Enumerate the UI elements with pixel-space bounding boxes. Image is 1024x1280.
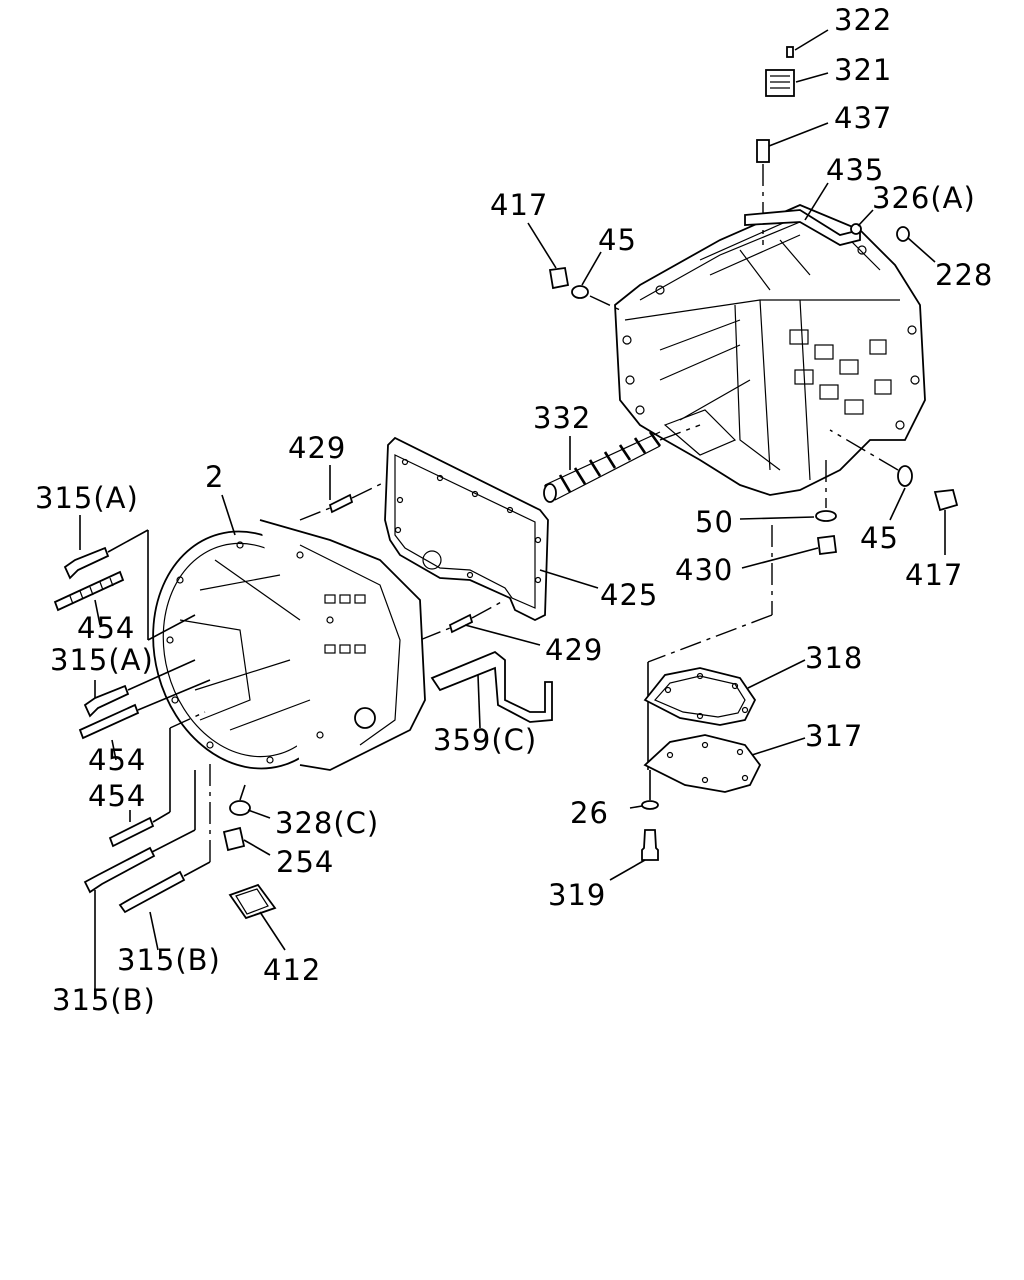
callout-454-lower: 454 <box>88 779 146 813</box>
callout-228: 228 <box>935 258 993 292</box>
part-429-dowel-lower <box>419 599 541 646</box>
part-437-breather <box>756 122 829 245</box>
callout-412: 412 <box>263 953 321 987</box>
callout-319: 319 <box>548 878 606 912</box>
callout-45-upper: 45 <box>598 223 637 257</box>
callout-435: 435 <box>826 153 884 187</box>
callout-318: 318 <box>805 641 863 675</box>
part-50-430 <box>739 460 838 569</box>
callout-326a: 326(A) <box>872 181 976 215</box>
callout-322: 322 <box>834 3 892 37</box>
callout-430: 430 <box>675 553 733 587</box>
part-359c-hose <box>430 650 553 729</box>
callout-2: 2 <box>205 460 224 494</box>
callout-321: 321 <box>834 53 892 87</box>
bolts-left <box>53 515 211 990</box>
part-322-screw <box>786 29 829 58</box>
callout-315a-lower: 315(A) <box>50 643 154 677</box>
callout-315b-long: 315(B) <box>52 983 156 1017</box>
callout-317: 317 <box>805 719 863 753</box>
part-2-clutch-housing <box>152 494 426 771</box>
part-328c-254-412 <box>222 784 286 951</box>
part-326a-228 <box>850 209 936 263</box>
callout-417-lower: 417 <box>905 558 963 592</box>
transmission-case <box>614 204 926 496</box>
part-332-spring <box>543 424 701 503</box>
callout-315a-upper: 315(A) <box>35 481 139 515</box>
callout-26: 26 <box>570 796 609 830</box>
callout-425: 425 <box>600 578 658 612</box>
callout-45-lower: 45 <box>860 521 899 555</box>
callout-labels: 322 321 437 435 326(A) 228 417 45 332 42… <box>35 3 993 1017</box>
callout-328c: 328(C) <box>275 806 379 840</box>
callout-50: 50 <box>695 505 734 539</box>
part-425-gasket <box>384 436 599 622</box>
part-321-plate <box>765 69 829 97</box>
callout-454-middle: 454 <box>88 743 146 777</box>
callout-315b-short: 315(B) <box>117 943 221 977</box>
callout-429-lower: 429 <box>545 633 603 667</box>
callout-254: 254 <box>276 845 334 879</box>
callout-429-upper: 429 <box>288 431 346 465</box>
callout-454-upper: 454 <box>77 611 135 645</box>
callout-437: 437 <box>834 101 892 135</box>
callout-359c: 359(C) <box>433 723 537 757</box>
part-429-dowel-upper <box>299 465 386 521</box>
part-45-417-lower <box>829 429 959 555</box>
part-318-317-cover <box>609 525 806 881</box>
callout-332: 332 <box>533 401 591 435</box>
part-417-45-upper <box>527 222 621 311</box>
part-435-pipe <box>744 182 861 246</box>
callout-417-upper: 417 <box>490 188 548 222</box>
